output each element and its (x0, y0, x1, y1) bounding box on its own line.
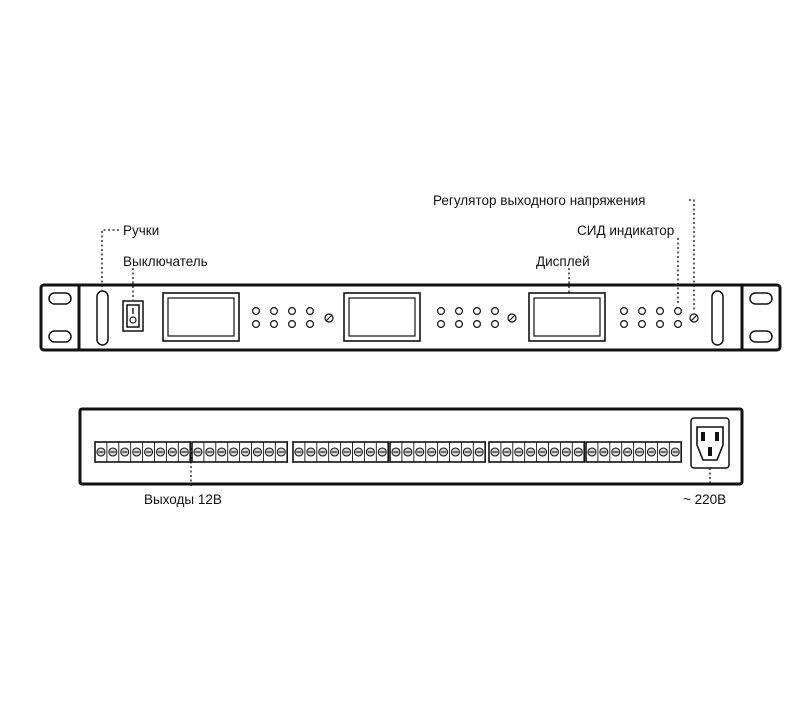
display-screen (533, 297, 601, 337)
led-indicator (491, 320, 500, 329)
display-frame (162, 292, 240, 342)
label-mains-input: ~ 220В (683, 492, 726, 507)
led-indicator (270, 320, 279, 329)
front-panel (39, 283, 782, 352)
led-indicator (288, 320, 297, 329)
led-indicator (252, 307, 261, 316)
display-frame (528, 292, 606, 342)
rear-panel (78, 407, 744, 486)
voltage-regulators (324, 313, 699, 323)
output-terminals (94, 441, 682, 463)
mount-hole-left-top (48, 292, 72, 305)
led-indicator (306, 320, 315, 329)
led-indicator (473, 307, 482, 316)
display-screen (348, 297, 416, 337)
led-indicator (306, 307, 315, 316)
led-indicator (491, 307, 500, 316)
led-indicator (655, 320, 664, 329)
leader-regulator (689, 199, 695, 312)
power-switch (122, 300, 144, 332)
handle-right (711, 290, 724, 346)
label-display: Дисплей (536, 254, 590, 269)
voltage-regulator-slot (508, 314, 516, 322)
led-indicator (437, 320, 446, 329)
led-indicator (270, 307, 279, 316)
rear-panel-body (78, 407, 744, 486)
voltage-regulator-knob (324, 313, 334, 323)
label-voltage-regulator: Регулятор выходного напряжения (433, 193, 645, 208)
led-indicator (455, 320, 464, 329)
mount-hole-right-bottom (749, 330, 773, 343)
voltage-regulator-slot (690, 314, 698, 322)
leader-lines (101, 199, 711, 486)
label-switch: Выключатель (123, 254, 208, 269)
mount-hole-left-bottom (48, 330, 72, 343)
label-handles: Ручки (123, 223, 159, 238)
led-indicator (455, 307, 464, 316)
led-indicator (655, 307, 664, 316)
led-indicator (673, 307, 682, 316)
led-indicator (637, 307, 646, 316)
led-indicator (619, 307, 628, 316)
mount-hole-right-top (749, 292, 773, 305)
led-indicator (437, 307, 446, 316)
voltage-regulator-knob (689, 313, 699, 323)
voltage-regulator-knob (507, 313, 517, 323)
mains-inlet (690, 417, 730, 469)
display-screen (167, 297, 235, 337)
led-indicators (252, 307, 682, 329)
led-indicator (619, 320, 628, 329)
front-panel-body (39, 283, 782, 352)
displays (162, 292, 606, 342)
led-indicator (673, 320, 682, 329)
led-indicator (252, 320, 261, 329)
label-led-indicator: СИД индикатор (577, 223, 674, 238)
led-indicator (637, 320, 646, 329)
led-indicator (288, 307, 297, 316)
handle-left (96, 290, 109, 346)
label-outputs: Выходы 12В (144, 492, 222, 507)
display-frame (343, 292, 421, 342)
voltage-regulator-slot (325, 314, 333, 322)
led-indicator (473, 320, 482, 329)
leader-handles (101, 229, 119, 290)
